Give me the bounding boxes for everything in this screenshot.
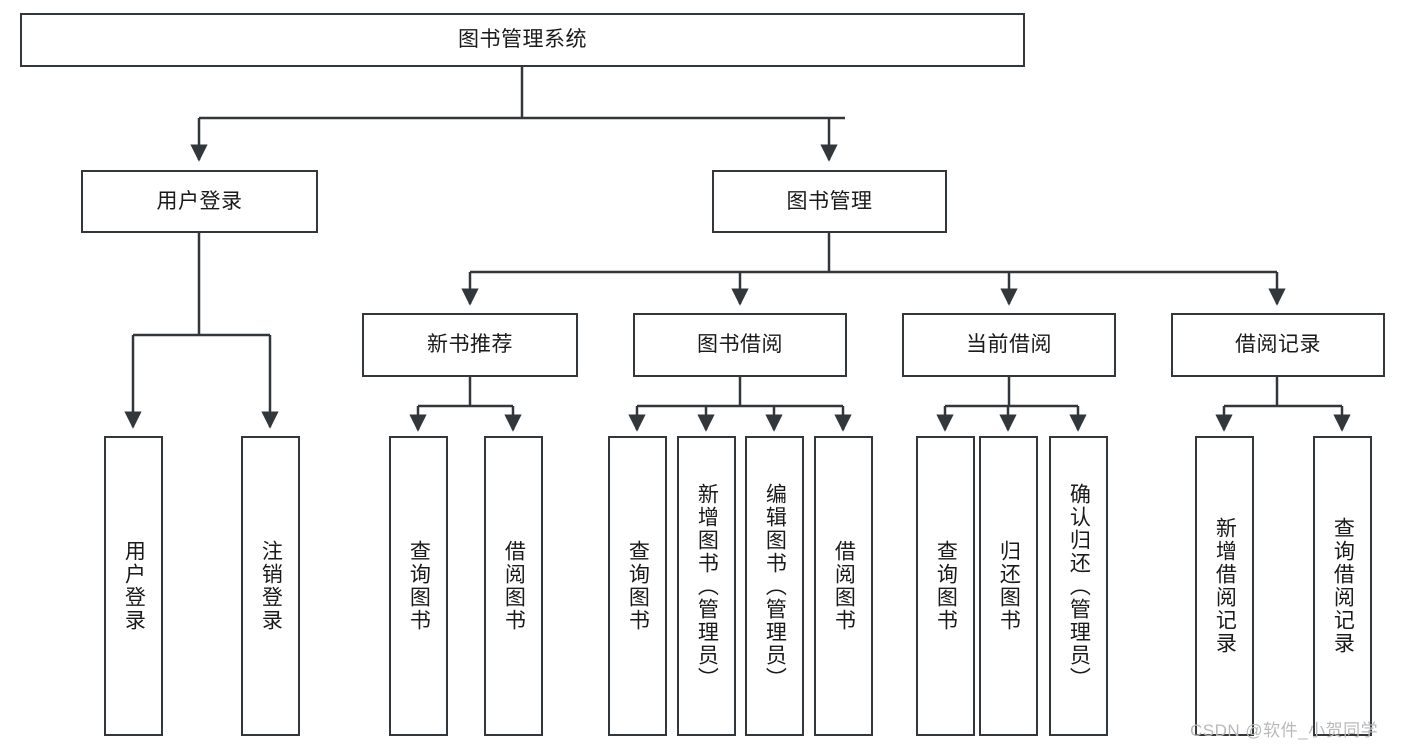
node-leaf-add-book[interactable]: 新增图书（管理员） <box>677 436 736 736</box>
node-leaf-borrow-book-2[interactable]: 借阅图书 <box>814 436 873 736</box>
node-leaf-return-book[interactable]: 归还图书 <box>979 436 1038 736</box>
node-leaf-logout-label: 注销登录 <box>259 540 283 632</box>
node-leaf-query-book-2[interactable]: 查询图书 <box>608 436 667 736</box>
node-leaf-edit-book[interactable]: 编辑图书（管理员） <box>745 436 804 736</box>
node-root[interactable]: 图书管理系统 <box>20 13 1025 67</box>
node-book-borrow[interactable]: 图书借阅 <box>633 313 847 377</box>
node-root-label: 图书管理系统 <box>458 28 587 52</box>
node-leaf-add-record-label: 新增借阅记录 <box>1213 517 1237 655</box>
node-leaf-query-book-3[interactable]: 查询图书 <box>916 436 975 736</box>
node-leaf-query-record[interactable]: 查询借阅记录 <box>1313 436 1372 736</box>
node-leaf-query-book-3-label: 查询图书 <box>934 540 958 632</box>
node-new-book-rec-label: 新书推荐 <box>427 333 513 357</box>
node-leaf-confirm-return-label: 确认归还（管理员） <box>1067 482 1091 690</box>
node-new-book-rec[interactable]: 新书推荐 <box>362 313 578 377</box>
node-leaf-borrow-book-1[interactable]: 借阅图书 <box>484 436 543 736</box>
node-book-borrow-label: 图书借阅 <box>697 333 783 357</box>
node-borrow-record-label: 借阅记录 <box>1235 333 1321 357</box>
node-current-borrow[interactable]: 当前借阅 <box>902 313 1116 377</box>
node-leaf-add-record[interactable]: 新增借阅记录 <box>1195 436 1254 736</box>
node-current-borrow-label: 当前借阅 <box>966 333 1052 357</box>
node-leaf-return-book-label: 归还图书 <box>997 540 1021 632</box>
node-book-manage[interactable]: 图书管理 <box>712 170 947 233</box>
node-leaf-user-login[interactable]: 用户登录 <box>104 436 163 736</box>
node-user-login-label: 用户登录 <box>156 189 243 213</box>
node-book-manage-label: 图书管理 <box>786 189 873 213</box>
node-leaf-logout[interactable]: 注销登录 <box>241 436 300 736</box>
node-leaf-query-book-1[interactable]: 查询图书 <box>389 436 448 736</box>
node-leaf-borrow-book-2-label: 借阅图书 <box>832 540 856 632</box>
node-leaf-add-book-label: 新增图书（管理员） <box>695 482 719 690</box>
node-leaf-query-book-2-label: 查询图书 <box>626 540 650 632</box>
node-borrow-record[interactable]: 借阅记录 <box>1171 313 1385 377</box>
node-leaf-query-book-1-label: 查询图书 <box>407 540 431 632</box>
node-leaf-confirm-return[interactable]: 确认归还（管理员） <box>1049 436 1108 736</box>
node-user-login[interactable]: 用户登录 <box>81 170 318 233</box>
node-leaf-query-record-label: 查询借阅记录 <box>1331 517 1355 655</box>
node-leaf-user-login-label: 用户登录 <box>122 540 146 632</box>
node-leaf-edit-book-label: 编辑图书（管理员） <box>763 482 787 690</box>
node-leaf-borrow-book-1-label: 借阅图书 <box>502 540 526 632</box>
